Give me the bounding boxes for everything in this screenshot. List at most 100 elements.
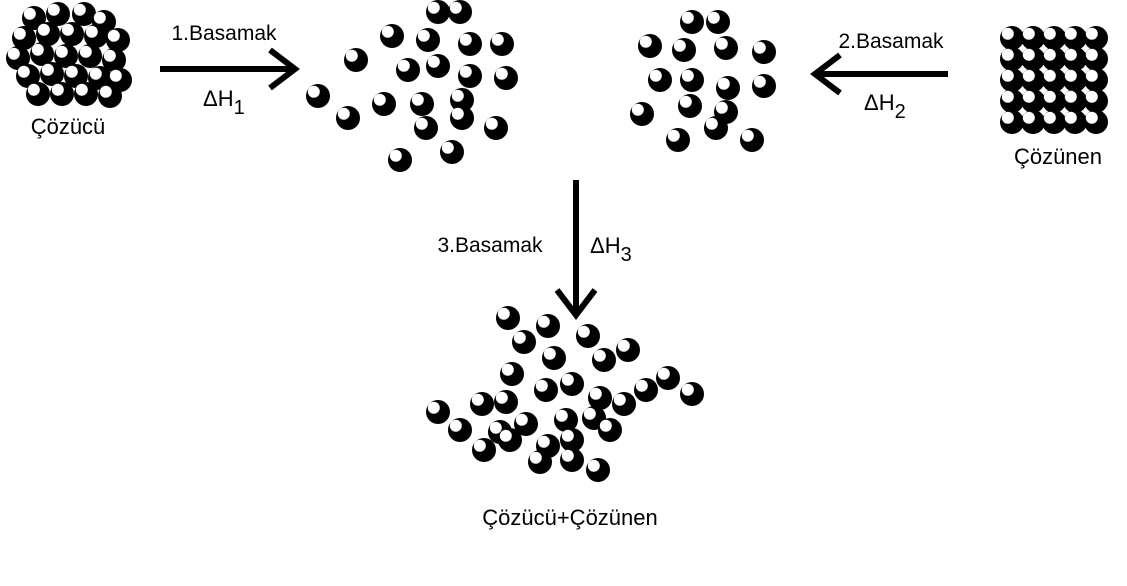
- particle: [1042, 47, 1066, 71]
- particle: [336, 106, 360, 130]
- particle: [1000, 110, 1024, 134]
- particle: [88, 66, 112, 90]
- step2-arrow: [810, 52, 948, 96]
- particle: [84, 24, 108, 48]
- particle: [554, 408, 578, 432]
- particle: [494, 390, 518, 414]
- particle: [1000, 68, 1024, 92]
- particle: [30, 42, 54, 66]
- particle: [344, 48, 368, 72]
- solvent-label: Çözücü: [31, 114, 106, 139]
- particle: [78, 44, 102, 68]
- separated-solute-particles: [630, 10, 776, 152]
- step3-enthalpy-subscript: 3: [621, 244, 632, 266]
- particle: [666, 128, 690, 152]
- particle: [74, 82, 98, 106]
- particle: [1063, 110, 1087, 134]
- particle: [60, 22, 84, 46]
- particle: [560, 428, 584, 452]
- step2-enthalpy-symbol: ΔH: [864, 90, 895, 115]
- particle: [1042, 89, 1066, 113]
- solute-particle-lattice: [1000, 26, 1108, 134]
- particle: [396, 58, 420, 82]
- particle: [1042, 110, 1066, 134]
- particle: [752, 40, 776, 64]
- particle: [1000, 26, 1024, 50]
- particle: [714, 36, 738, 60]
- step1-enthalpy-symbol: ΔH: [203, 86, 234, 111]
- particle: [592, 348, 616, 372]
- particle: [514, 412, 538, 436]
- particle: [426, 0, 450, 24]
- particle: [22, 6, 46, 30]
- particle: [680, 10, 704, 34]
- particle: [16, 64, 40, 88]
- step3-enthalpy: ΔH3: [590, 233, 632, 266]
- particle: [576, 324, 600, 348]
- particle: [1042, 68, 1066, 92]
- particle: [534, 378, 558, 402]
- particle: [1021, 110, 1045, 134]
- particle: [680, 382, 704, 406]
- particle: [560, 448, 584, 472]
- step3-enthalpy-symbol: ΔH: [590, 233, 621, 258]
- solution-particle-mixture: [426, 306, 704, 482]
- particle: [458, 64, 482, 88]
- particle: [26, 82, 50, 106]
- particle: [512, 330, 536, 354]
- particle: [586, 458, 610, 482]
- particle: [388, 148, 412, 172]
- particle: [6, 46, 30, 70]
- particle: [102, 48, 126, 72]
- particle: [448, 418, 472, 442]
- particle: [36, 22, 60, 46]
- particle: [752, 74, 776, 98]
- particle: [106, 28, 130, 52]
- particle: [678, 94, 702, 118]
- particle: [1063, 68, 1087, 92]
- particle: [72, 2, 96, 26]
- particle: [1063, 89, 1087, 113]
- particle: [672, 38, 696, 62]
- particle: [1063, 47, 1087, 71]
- particle: [426, 400, 450, 424]
- particle: [528, 450, 552, 474]
- step2-enthalpy-subscript: 2: [895, 101, 906, 123]
- particle: [450, 106, 474, 130]
- particle: [1021, 26, 1045, 50]
- particle: [588, 386, 612, 410]
- step2-label: 2.Basamak: [838, 30, 944, 53]
- particle: [1000, 89, 1024, 113]
- particle: [500, 362, 524, 386]
- particle: [1063, 26, 1087, 50]
- particle: [380, 24, 404, 48]
- particle: [470, 392, 494, 416]
- particle: [740, 128, 764, 152]
- particle: [1021, 89, 1045, 113]
- particle: [416, 28, 440, 52]
- particle: [484, 116, 508, 140]
- particle: [494, 66, 518, 90]
- solute-label: Çözünen: [1014, 144, 1102, 169]
- particle: [46, 2, 70, 26]
- particle: [630, 102, 654, 126]
- particle: [656, 366, 680, 390]
- particle: [612, 392, 636, 416]
- particle: [498, 428, 522, 452]
- particle: [598, 418, 622, 442]
- particle: [704, 116, 728, 140]
- particle: [440, 140, 464, 164]
- particle: [1084, 68, 1108, 92]
- step3-label: 3.Basamak: [437, 234, 543, 257]
- particle: [536, 314, 560, 338]
- particle: [306, 84, 330, 108]
- particle: [1021, 47, 1045, 71]
- particle: [490, 32, 514, 56]
- particle: [50, 82, 74, 106]
- particle: [1000, 47, 1024, 71]
- particle: [560, 372, 584, 396]
- particle: [458, 32, 482, 56]
- step1-arrow: [160, 47, 300, 91]
- particle: [1084, 110, 1108, 134]
